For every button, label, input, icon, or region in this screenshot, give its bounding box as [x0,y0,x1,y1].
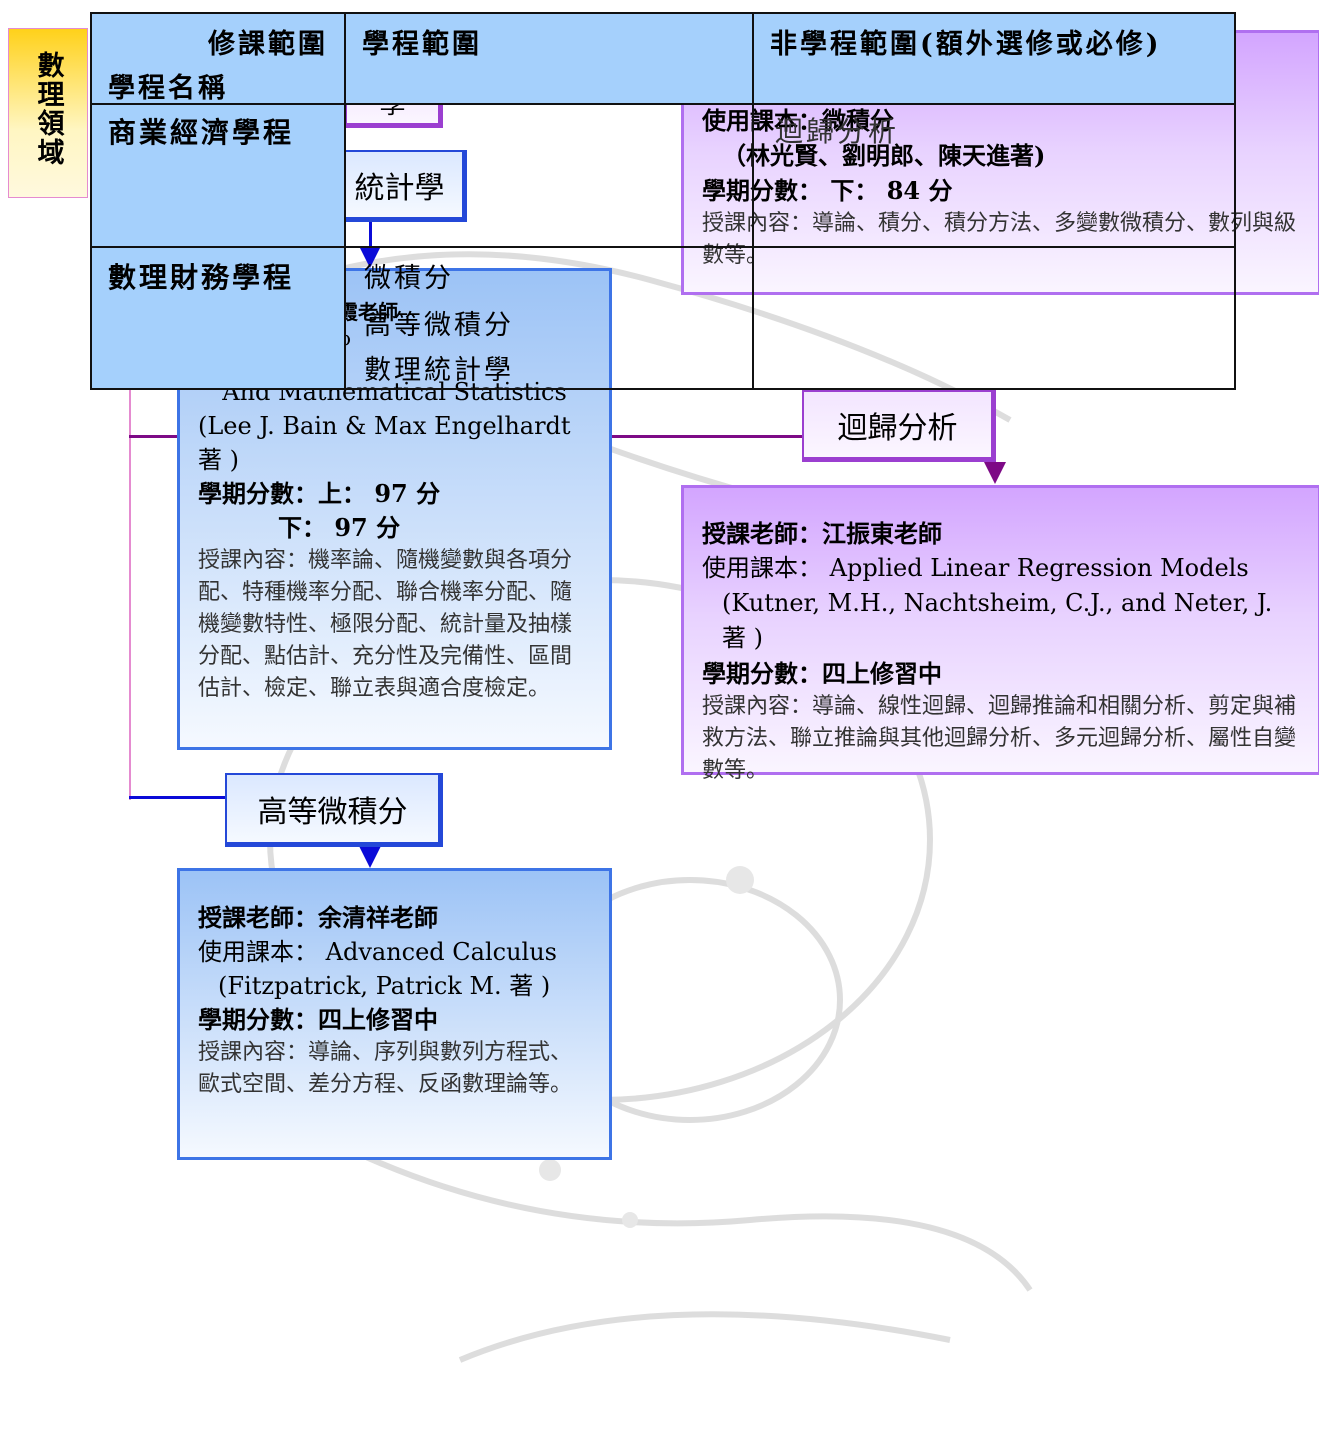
statistics-credits-down: 下： 97 分 [278,513,401,542]
header-corner-cell: 修課範圍 學程名稱 [90,12,346,105]
course-math-statistics: 數理統計學 [364,355,514,386]
row-business-econ: 商業經濟學程 [108,116,295,149]
regression-tag: 迴歸分析 [802,390,996,462]
arrow-down-icon [984,462,1006,484]
blue-connector-stub [369,222,372,248]
header-program-name: 學程名稱 [108,73,228,104]
row-program-courses-cell [344,103,754,248]
program-table: 修課範圍 學程名稱 學程範圍 非學程範圍(額外選修或必修) 商業經濟學程 數理財… [90,12,1236,390]
header-program: 學程範圍 [362,29,482,60]
regression-book: 使用課本： Applied Linear Regression Models [702,554,1249,582]
calculus-book: 使用課本：微積分 [702,106,894,135]
row-nonprogram-cell [752,103,1236,248]
blue-connector-line [129,796,229,799]
arrow-down-icon [359,246,381,268]
advanced-calculus-authors: (Fitzpatrick, Patrick M. 著 ) [218,972,551,1000]
advanced-calculus-content: 授課內容：導論、序列與數列方程式、歐式空間、差分方程、反函數理論等。 [198,1040,573,1097]
side-tag-label: 數理領域 [32,51,64,167]
statistics-content: 授課內容：機率論、隨機變數與各項分配、特種機率分配、聯合機率分配、隨機變數特性、… [198,548,573,701]
arrow-down-icon [359,846,381,868]
regression-ghost-label: 迴歸分析 [775,110,899,150]
advanced-calculus-tag-label: 高等微積分 [257,794,408,830]
advanced-calculus-book: 使用課本： Advanced Calculus [198,938,557,966]
statistics-credits-up: 學期分數：上： 97 分 [198,479,441,508]
header-scope: 修課範圍 [208,29,328,60]
row-name-cell: 數理財務學程 [90,246,346,390]
advanced-calculus-teacher: 授課老師：余清祥老師 [198,903,438,932]
calculus-authors: （林光賢、劉明郎、陳天進著) [722,141,1046,170]
regression-credits: 學期分數：四上修習中 [702,659,942,688]
side-tag: 數理領域 [8,28,88,198]
regression-ghost-text: 迴歸分析 [775,115,900,148]
statistics-authors: (Lee J. Bain & Max Engelhardt 著 ) [198,412,571,474]
header-nonprogram: 非學程範圍(額外選修或必修) [770,29,1162,60]
statistics-tag: 統計學 [335,150,467,222]
regression-info-box: 授課老師：江振東老師 使用課本： Applied Linear Regressi… [681,485,1319,783]
course-advanced-calculus: 高等微積分 [364,310,514,341]
header-nonprogram-cell: 非學程範圍(額外選修或必修) [752,12,1236,105]
regression-authors: (Kutner, M.H., Nachtsheim, C.J., and Net… [722,589,1273,652]
advanced-calculus-credits: 學期分數：四上修習中 [198,1005,438,1034]
advanced-calculus-tag: 高等微積分 [225,773,443,847]
calculus-content: 授課內容：導論、積分、積分方法、多變數微積分、數列與級數等。 [702,211,1297,268]
calculus-credits: 學期分數： 下： 84 分 [702,176,953,205]
regression-tag-label: 迴歸分析 [837,410,958,446]
statistics-tag-label: 統計學 [354,170,445,206]
course-calculus: 微積分 [364,263,454,294]
regression-content: 授課內容：導論、線性迴歸、迴歸推論和相關分析、剪定與補救方法、聯立推論與其他迴歸… [702,694,1297,783]
advanced-calculus-info-box: 授課老師：余清祥老師 使用課本： Advanced Calculus (Fitz… [177,868,612,1160]
row-program-courses-cell: 微積分 高等微積分 數理統計學 [344,246,754,390]
header-program-cell: 學程範圍 [344,12,754,105]
regression-teacher: 授課老師：江振東老師 [702,519,942,548]
row-math-finance: 數理財務學程 [108,261,295,294]
row-nonprogram-cell [752,246,1236,390]
row-name-cell: 商業經濟學程 [90,103,346,248]
left-frame-line [129,380,131,800]
